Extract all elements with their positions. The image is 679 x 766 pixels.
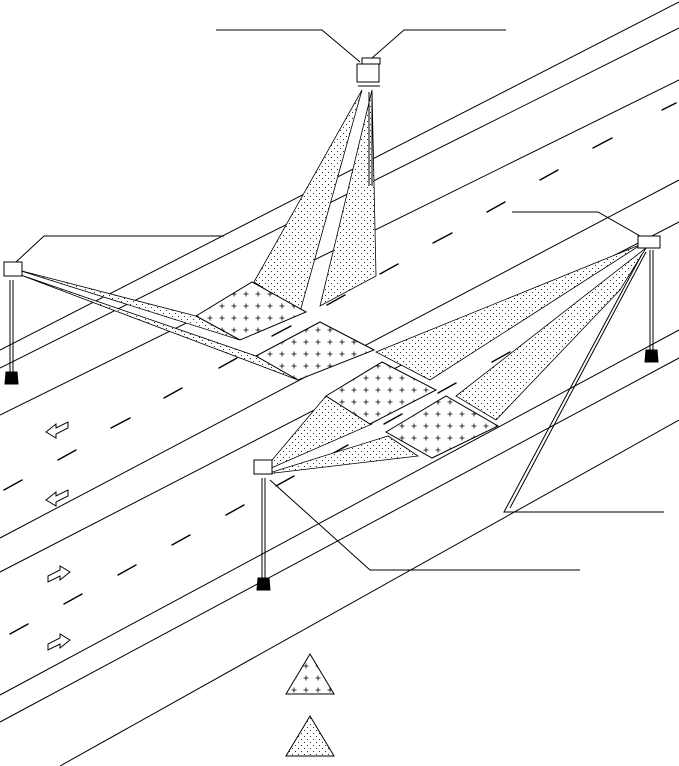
lane-dash (486, 201, 506, 213)
callout-leader-bottom-right-2 (509, 251, 647, 509)
callout-leader-bottom-right (503, 253, 664, 513)
sensor-unit-icon (3, 261, 23, 277)
callout-leader-bottom (269, 479, 580, 571)
sensor-unit-icon (361, 57, 381, 65)
detection-zone-legend-icon (285, 653, 335, 695)
sensor-unit-icon (637, 235, 661, 249)
callout-lines (15, 29, 664, 571)
traffic-arrow-left-icon (45, 489, 69, 507)
lane-dash (383, 413, 403, 425)
coverage-cone-legend-icon (285, 715, 335, 757)
lane-dash (271, 325, 292, 337)
sensor-top (356, 57, 381, 186)
detection-zone-4 (385, 395, 500, 459)
coverage-cone-left-a (17, 269, 241, 341)
lane-dash (3, 479, 23, 491)
road-edge-near-outer (59, 419, 679, 766)
lane-dash (117, 564, 137, 576)
lane-dash (437, 382, 457, 394)
detection-zone-3 (325, 361, 438, 425)
lane-dash (592, 137, 613, 149)
traffic-arrow-left-icon (45, 421, 69, 439)
road-edge-near-shoulder (0, 329, 679, 696)
detection-zone-1 (194, 281, 308, 341)
callout-leader-top-left (216, 29, 361, 63)
lane-dash (163, 387, 183, 399)
traffic-arrow-right-icon (47, 633, 71, 651)
lane-dashes (3, 102, 677, 635)
lane-dash (171, 534, 191, 546)
sensor-unit-icon (253, 459, 273, 475)
lane-dash (491, 351, 511, 363)
lane-dash (326, 294, 346, 306)
lane-dash (432, 232, 453, 244)
lane-dash (110, 417, 131, 429)
callout-leader-left (15, 235, 224, 263)
callout-leader-top-right (371, 29, 506, 59)
road-edge-far-outer (0, 1, 679, 351)
coverage-cone-top-right (319, 89, 377, 307)
lane-dash (63, 593, 83, 605)
traffic-arrow-right-icon (47, 565, 71, 583)
callout-leader-right (512, 211, 641, 237)
coverage-cones (17, 89, 647, 475)
pole-base (256, 577, 271, 591)
coverage-cone-right-b (455, 247, 647, 421)
pole-base (4, 371, 19, 385)
sensor-bottom (253, 459, 273, 591)
lane-dash (661, 102, 677, 111)
coverage-cone-right-a (375, 243, 643, 381)
traffic-arrows (45, 421, 71, 651)
sensor-unit-icon (356, 63, 380, 83)
detection-zone-2 (254, 321, 376, 381)
lane-dash (218, 357, 238, 369)
legend (285, 653, 335, 757)
detection-zones (194, 281, 500, 459)
road-edge-far-inner (0, 27, 679, 369)
pole-base (644, 349, 659, 363)
lane-dash (9, 623, 29, 635)
lane-dash (275, 475, 295, 487)
lane-dash (225, 504, 245, 516)
lane-dash (539, 169, 559, 181)
sensor-left (3, 261, 23, 385)
lane-dash (57, 449, 77, 461)
lane-dash (379, 263, 399, 275)
sensor-right (637, 235, 661, 363)
coverage-cone-bottom-b (265, 435, 420, 475)
road-edge-near-inner (0, 357, 679, 723)
